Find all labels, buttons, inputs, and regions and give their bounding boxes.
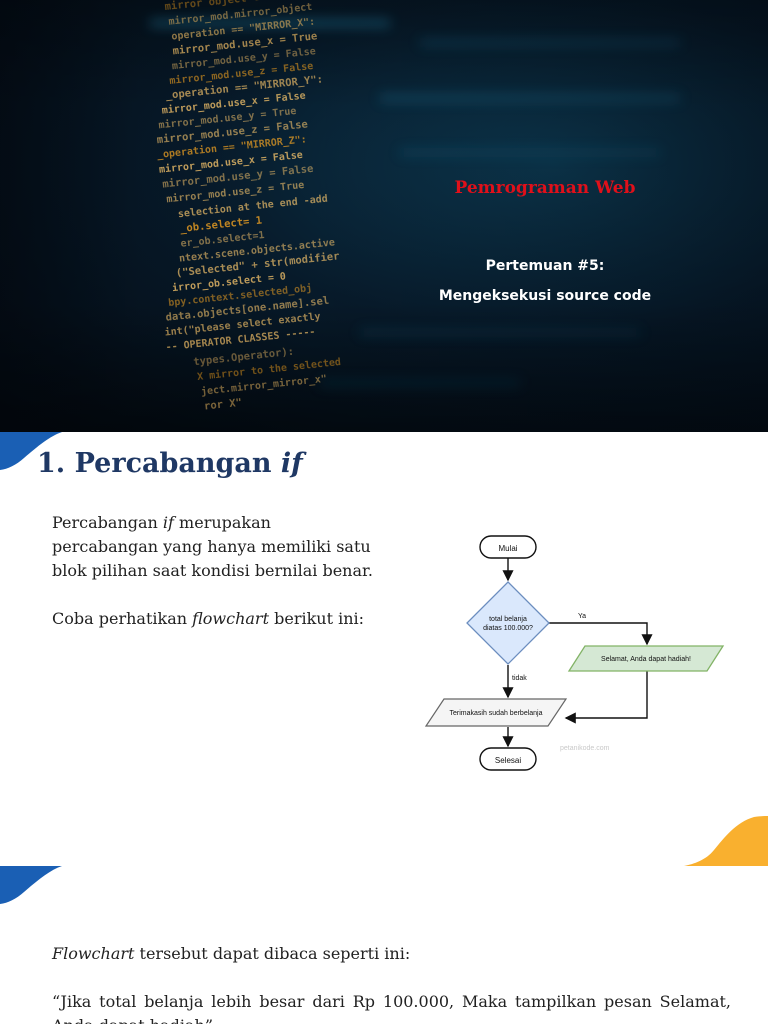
- blue-corner-decoration: [0, 432, 62, 470]
- meeting-number: Pertemuan #5:: [485, 258, 605, 274]
- start-terminal: [479, 535, 537, 559]
- arrow-yes: [549, 622, 653, 646]
- end-terminal: [479, 747, 537, 771]
- instruction-paragraph: Coba perhatikan flowchart berikut ini:: [52, 609, 365, 628]
- watermark-text: petanikode.com: [560, 745, 610, 752]
- title-slide: mirror object to mirrormirror_mod.mirror…: [0, 0, 768, 432]
- thanks-output: [424, 698, 568, 727]
- reading-quote: “Jika total belanja lebih besar dari Rp …: [52, 992, 731, 1024]
- decision-line-2: diatas 100.000?: [483, 625, 533, 632]
- reading-intro: Flowchart tersebut dapat dibaca seperti …: [52, 944, 411, 963]
- decision-line-1: total belanja: [489, 616, 527, 623]
- start-label: Mulai: [498, 544, 517, 553]
- course-title: Pemrograman Web: [454, 178, 636, 198]
- slide-heading: 1. Percabangan if: [37, 448, 303, 479]
- yes-label: Ya: [578, 613, 586, 620]
- hadiah-label: Selamat, Anda dapat hadiah!: [601, 656, 691, 663]
- end-label: Selesai: [495, 756, 521, 765]
- no-label: tidak: [512, 675, 527, 682]
- yellow-corner-decoration: [684, 816, 768, 866]
- definition-paragraph: Percabangan if merupakan percabangan yan…: [52, 513, 373, 580]
- thanks-label: Terimakasih sudah berbelanja: [450, 710, 543, 717]
- decision-diamond: [466, 581, 550, 665]
- flowchart-reading-slide: Flowchart tersebut dapat dibaca seperti …: [0, 866, 768, 1024]
- arrow-hadiah-to-thanks: [564, 671, 648, 724]
- hadiah-output: [567, 645, 725, 672]
- if-flowchart: Mulai total belanja diatas 100.000? Ya t…: [424, 535, 725, 771]
- explanation-text: Percabangan if merupakan percabangan yan…: [52, 511, 382, 655]
- meeting-topic: Mengeksekusi source code: [438, 288, 652, 304]
- if-branching-slide: 1. Percabangan if Percabangan if merupak…: [0, 432, 768, 866]
- blue-corner-decoration: [0, 866, 62, 904]
